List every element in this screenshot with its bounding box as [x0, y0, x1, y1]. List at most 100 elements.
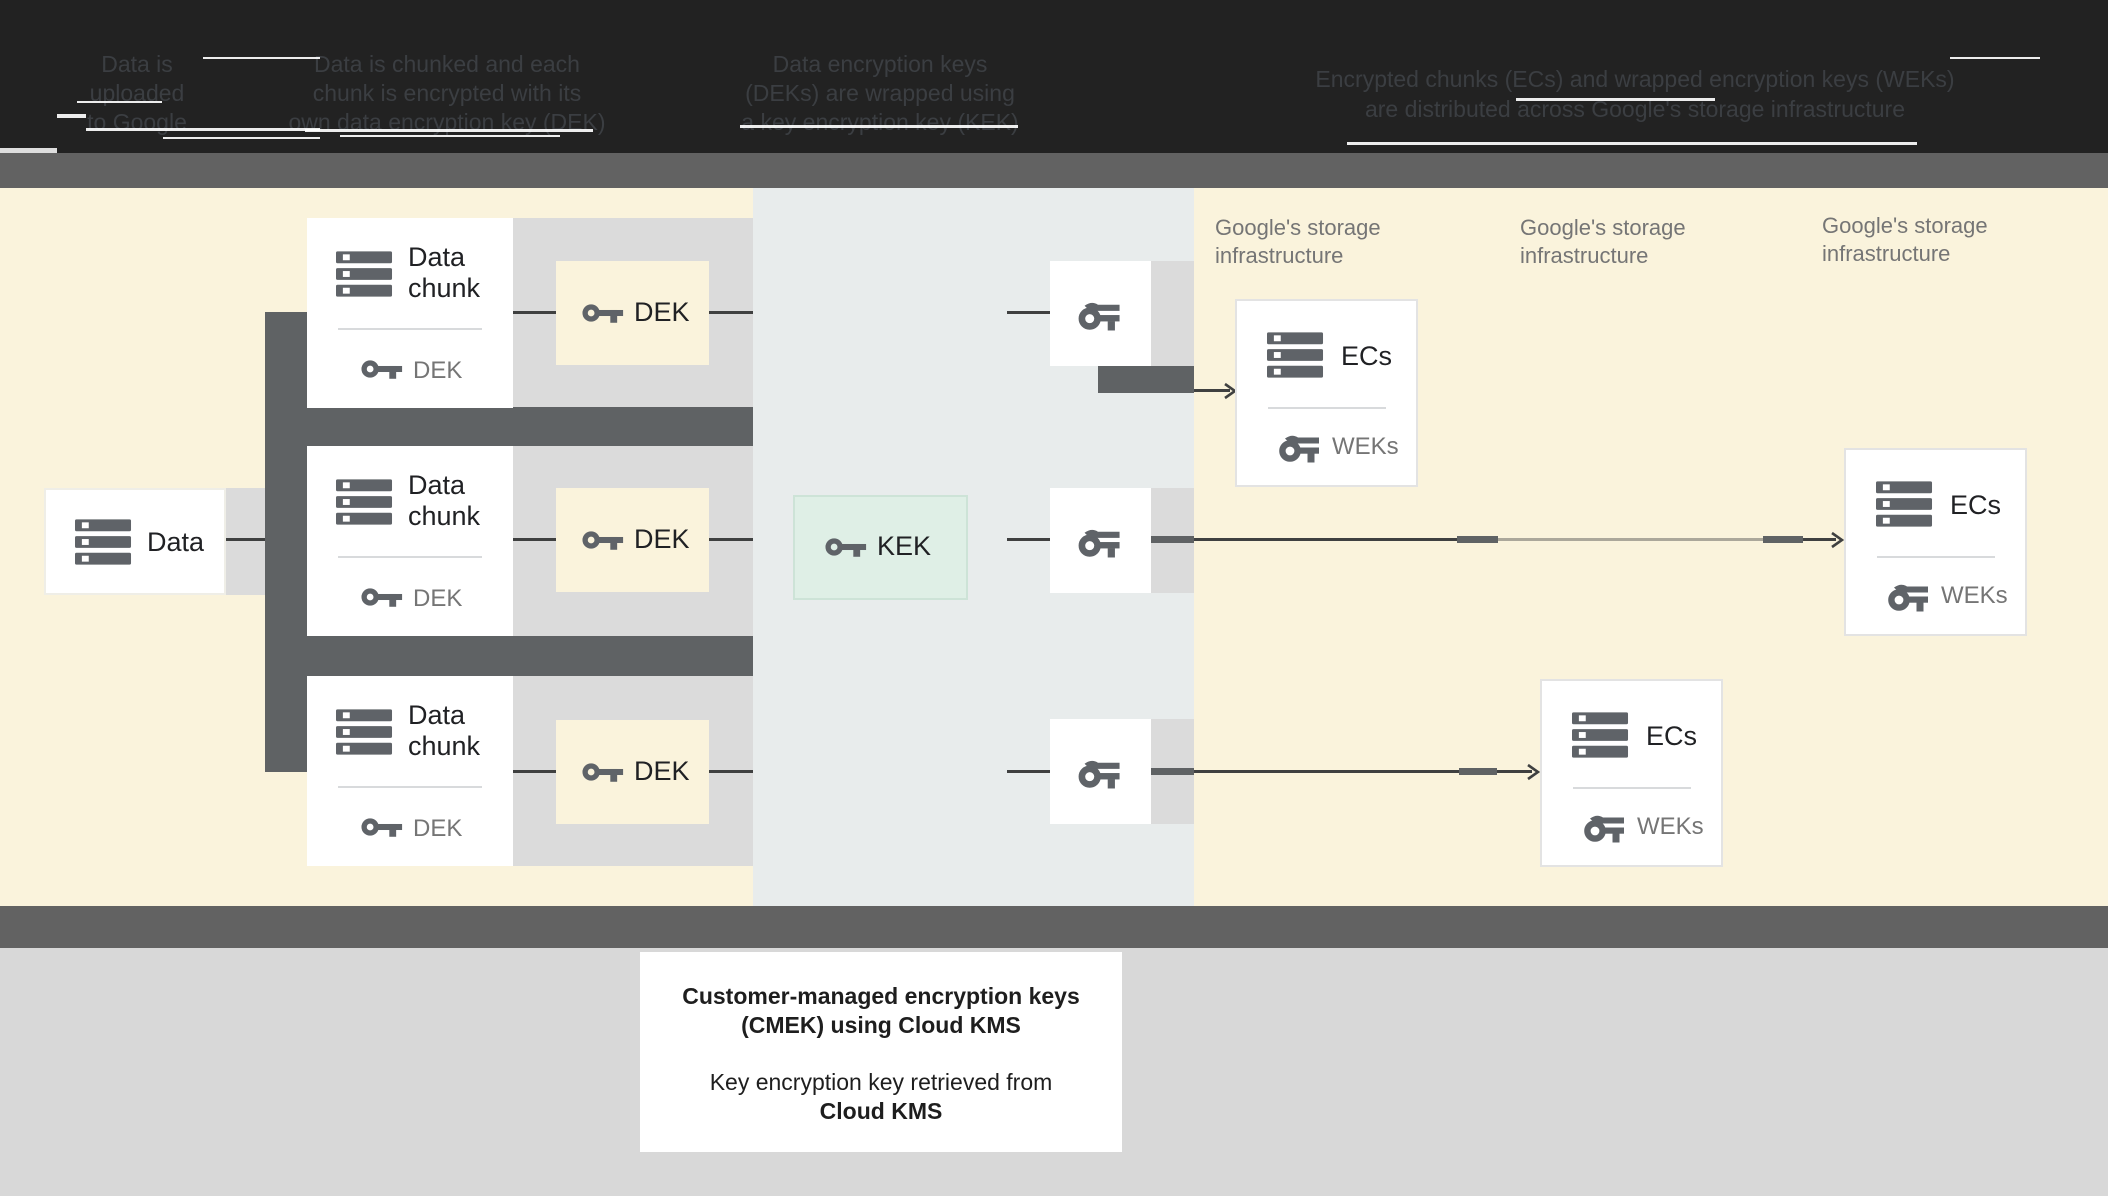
dek-box: DEK — [556, 261, 709, 365]
wrapped-key-icon — [1583, 809, 1627, 843]
weks-label: WEKs — [1332, 433, 1399, 460]
arrow-line-row2-light — [1498, 538, 1763, 541]
ecs-box: ECs WEKs — [1844, 448, 2027, 636]
stacked-bars-icon — [336, 709, 393, 755]
stacked-bars-icon — [1267, 332, 1324, 378]
wrapped-key-box — [1050, 719, 1151, 824]
caption-line: Encrypted chunks (ECs) and wrapped encry… — [1315, 66, 1955, 92]
wrapped-key-icon — [1278, 429, 1322, 463]
stacked-bars-icon — [336, 251, 393, 297]
key-icon — [361, 583, 403, 611]
divider — [338, 556, 482, 558]
divider — [1877, 556, 1995, 558]
data-box-label: Data — [147, 527, 205, 557]
artifact-line — [77, 101, 162, 103]
storage-infra-label: Google's storage infrastructure — [1215, 214, 1381, 270]
key-icon — [825, 533, 867, 561]
arrowhead-icon — [1526, 763, 1540, 781]
data-chunk-box: Data chunk DEK — [307, 218, 513, 408]
ecs-box: ECs WEKs — [1540, 679, 1723, 867]
arrow-line-row3 — [1497, 770, 1532, 773]
caption-spacer — [640, 1040, 1122, 1068]
caption-line: a key encryption key (KEK) — [741, 109, 1019, 135]
dek-box: DEK — [556, 488, 709, 592]
caption-line: chunk is encrypted with its — [312, 80, 582, 106]
data-box: Data — [44, 488, 226, 595]
connector-line — [513, 311, 556, 314]
connector-line — [709, 538, 753, 541]
weks-label: WEKs — [1637, 813, 1704, 840]
flow-bar-row2 — [1763, 536, 1803, 543]
data-chunk-label: Data chunk — [408, 470, 481, 531]
ecs-box: ECs WEKs — [1235, 299, 1418, 487]
connector-line — [1007, 770, 1050, 773]
flow-bar-row2 — [1151, 536, 1194, 543]
artifact-line — [163, 137, 320, 139]
fanout-bar-vertical — [265, 312, 307, 772]
divider — [1268, 407, 1386, 409]
divider-band-top — [0, 153, 2108, 188]
arrowhead-icon — [1830, 531, 1844, 549]
wrapped-key-box — [1050, 261, 1151, 366]
dek-box-label: DEK — [634, 297, 690, 327]
artifact-line — [57, 114, 86, 118]
caption-line: Data encryption keys — [772, 51, 988, 77]
connector-line — [513, 770, 556, 773]
stacked-bars-icon — [336, 479, 393, 525]
dek-box-label: DEK — [634, 524, 690, 554]
dek-label: DEK — [413, 357, 463, 384]
ecs-label: ECs — [1950, 490, 2002, 520]
key-icon — [582, 758, 624, 786]
storage-label-line: Google's storage — [1520, 215, 1686, 240]
caption-line: (DEKs) are wrapped using — [745, 80, 1015, 106]
flow-bar-row3 — [1459, 768, 1497, 775]
ecs-label: ECs — [1341, 341, 1393, 371]
wrapped-key-icon — [1077, 296, 1123, 331]
dek-label: DEK — [413, 585, 463, 612]
wrapped-key-icon — [1077, 754, 1123, 789]
storage-label-line: Google's storage — [1822, 213, 1988, 238]
divider — [338, 328, 482, 330]
caption-title-line: Customer-managed encryption keys — [682, 983, 1080, 1009]
step-caption-upload: Data is uploaded to Google — [47, 50, 227, 137]
dek-box: DEK — [556, 720, 709, 824]
stacked-bars-icon — [1876, 481, 1933, 527]
artifact-line — [1516, 98, 1715, 101]
arrow-line-row2 — [1194, 538, 1457, 541]
data-chunk-box: Data chunk DEK — [307, 446, 513, 636]
connector-line — [709, 770, 753, 773]
connector-line — [226, 538, 270, 541]
artifact-line — [740, 125, 1018, 128]
artifact-line — [203, 57, 320, 59]
caption-body-line: Key encryption key retrieved from — [709, 1069, 1053, 1095]
data-chunk-label: Data chunk — [408, 242, 481, 303]
flow-bar-row2 — [1457, 536, 1498, 543]
storage-infra-label: Google's storage infrastructure — [1822, 212, 1988, 268]
flow-bar-row1 — [1098, 366, 1194, 393]
flow-bar-row3 — [1151, 768, 1194, 775]
step-caption-chunking: Data is chunked and each chunk is encryp… — [282, 50, 612, 137]
caption-line: own data encryption key (DEK) — [288, 109, 606, 135]
artifact-line — [86, 128, 320, 131]
connector-line — [709, 311, 753, 314]
divider — [338, 786, 482, 788]
wrapped-key-icon — [1077, 523, 1123, 558]
divider-band-bottom — [0, 906, 2108, 948]
caption-line: Data is — [101, 51, 173, 77]
caption-body-line: Cloud KMS — [819, 1098, 943, 1124]
caption-card: Customer-managed encryption keys (CMEK) … — [640, 952, 1122, 1152]
artifact-line — [340, 135, 560, 137]
arrow-line-row2 — [1803, 538, 1836, 541]
key-icon — [582, 299, 624, 327]
wrapped-key-icon — [1887, 578, 1931, 612]
dek-box-label: DEK — [634, 756, 690, 786]
divider — [1573, 787, 1691, 789]
storage-infra-label: Google's storage infrastructure — [1520, 214, 1686, 270]
connector-line — [1007, 311, 1050, 314]
arrow-line-row1 — [1180, 389, 1230, 392]
fanout-bar-horizontal — [307, 636, 753, 676]
stacked-bars-icon — [75, 519, 132, 565]
connector-rect — [1151, 261, 1194, 366]
storage-label-line: infrastructure — [1520, 243, 1649, 268]
